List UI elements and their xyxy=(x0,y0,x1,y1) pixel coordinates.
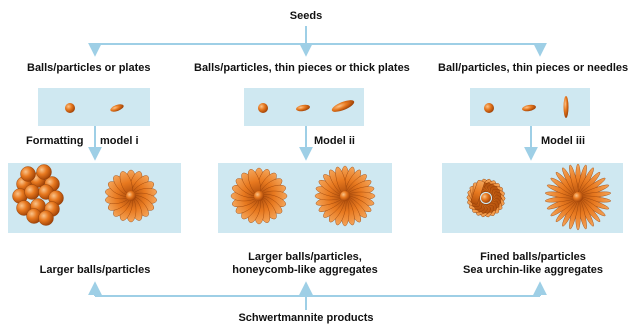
seed-panel-1 xyxy=(38,88,150,126)
honeycomb-aggregate xyxy=(315,166,375,226)
result-label-2: Larger balls/particles, honeycomb-like a… xyxy=(215,251,395,277)
result-line: Fined balls/particles xyxy=(446,251,620,264)
top-connectors xyxy=(95,26,540,54)
model-label-3: Model iii xyxy=(541,135,585,148)
result-label-1: Larger balls/particles xyxy=(10,264,180,277)
seed-ball-2 xyxy=(258,103,268,113)
model-arrows xyxy=(95,126,531,158)
result-label-3: Fined balls/particles Sea urchin-like ag… xyxy=(446,251,620,277)
bottom-connectors xyxy=(95,284,540,310)
seed-ball-3 xyxy=(484,103,494,113)
seeds-title: Seeds xyxy=(266,10,346,23)
seed-label-2: Balls/particles, thin pieces or thick pl… xyxy=(194,62,410,75)
result-line: Sea urchin-like aggregates xyxy=(446,264,620,277)
result-line: Larger balls/particles xyxy=(10,264,180,277)
result-line: Larger balls/particles, xyxy=(215,251,395,264)
product-panels xyxy=(8,163,623,233)
result-line: honeycomb-like aggregates xyxy=(215,264,395,277)
model-label-1: model i xyxy=(100,135,139,148)
seed-needle-3 xyxy=(564,96,569,118)
seed-label-3: Ball/particles, thin pieces or needles xyxy=(438,62,628,75)
bottom-label: Schwertmannite products xyxy=(216,312,396,325)
seed-label-1: Balls/particles or plates xyxy=(27,62,151,75)
model-label-left-1: Formatting xyxy=(26,135,83,148)
model-label-2: Model ii xyxy=(314,135,355,148)
seed-ball-1 xyxy=(65,103,75,113)
